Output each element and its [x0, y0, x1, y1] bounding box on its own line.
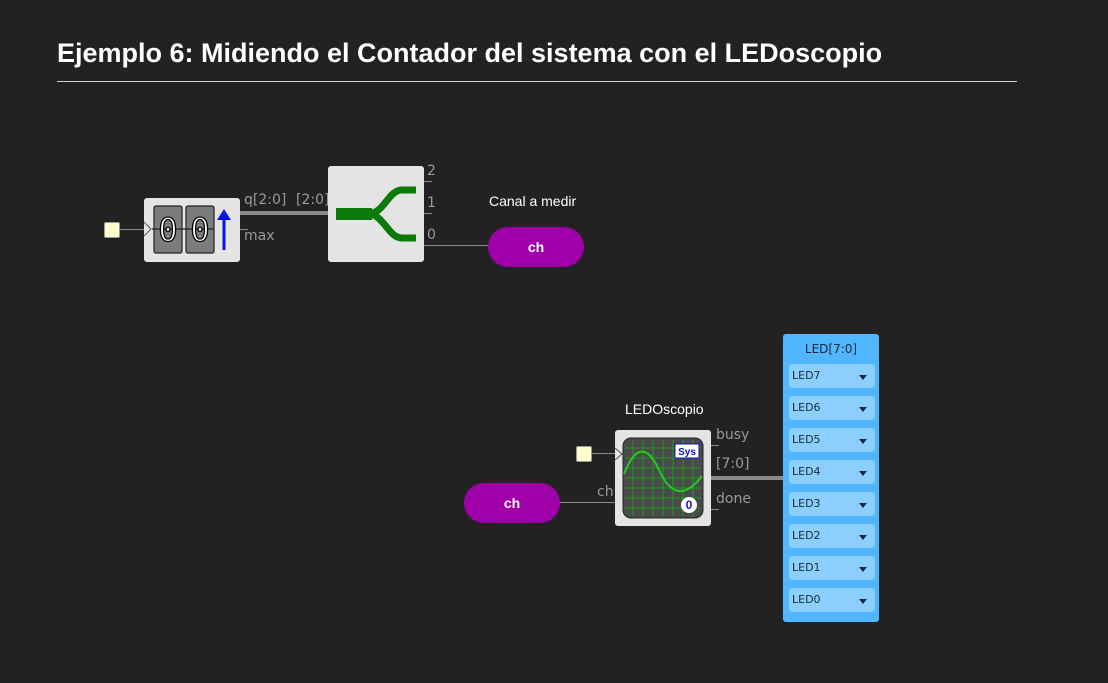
led-select-label: LED6 — [792, 401, 821, 414]
led-panel-title: LED[7:0] — [804, 342, 858, 356]
counter-block[interactable]: 0 0 — [144, 198, 240, 262]
channel-out-caption: Canal a medir — [489, 193, 577, 209]
counter-digit-0: 0 — [158, 211, 177, 249]
wire-scope-done — [711, 509, 719, 510]
led-select-label: LED2 — [792, 529, 821, 542]
ledoscope-input-ch: ch — [597, 484, 614, 500]
led-select-2[interactable]: LED2 — [789, 524, 875, 548]
oscilloscope-icon: Sys 0 — [615, 437, 704, 519]
chevron-down-icon — [859, 471, 867, 476]
title-divider — [57, 81, 1017, 82]
wire-scope-busy — [711, 445, 719, 446]
led-select-label: LED4 — [792, 465, 821, 478]
led-select-3[interactable]: LED3 — [789, 492, 875, 516]
chevron-down-icon — [859, 503, 867, 508]
bus-split-icon — [336, 186, 416, 242]
led-select-7[interactable]: LED7 — [789, 364, 875, 388]
chevron-down-icon — [859, 439, 867, 444]
bus-counter-splitter — [240, 211, 329, 215]
wire-channel-scope — [560, 502, 616, 503]
splitter-output-2: 2 — [427, 163, 436, 179]
counter-icon: 0 0 — [144, 205, 231, 254]
led-select-label: LED7 — [792, 369, 821, 382]
ledoscope-output-bus: [7:0] — [716, 456, 750, 472]
wire-counter-max — [240, 229, 248, 230]
splitter-output-1: 1 — [427, 195, 436, 211]
ledoscope-counter: 0 — [686, 498, 693, 512]
chevron-down-icon — [859, 375, 867, 380]
channel-output-tag[interactable]: ch — [488, 227, 584, 267]
chevron-down-icon — [859, 407, 867, 412]
splitter-output-0: 0 — [427, 227, 436, 243]
led-select-0[interactable]: LED0 — [789, 588, 875, 612]
clock-toggle-2[interactable] — [576, 446, 592, 462]
led-select-label: LED1 — [792, 561, 821, 574]
wire-splitter-2 — [424, 181, 432, 182]
splitter-input-label: [2:0] — [296, 192, 330, 208]
led-select-6[interactable]: LED6 — [789, 396, 875, 420]
page-title: Ejemplo 6: Midiendo el Contador del sist… — [57, 38, 883, 68]
led-select-5[interactable]: LED5 — [789, 428, 875, 452]
counter-output-max: max — [244, 228, 275, 244]
channel-input-tag[interactable]: ch — [464, 483, 560, 523]
bus-scope-leds — [711, 476, 783, 480]
chevron-down-icon — [859, 535, 867, 540]
counter-digit-1: 0 — [190, 211, 209, 249]
led-select-label: LED5 — [792, 433, 821, 446]
chevron-down-icon — [859, 599, 867, 604]
ledoscope-badge: Sys — [678, 447, 696, 458]
wire-clock-counter — [119, 229, 145, 230]
wire-splitter-1 — [424, 213, 432, 214]
ledoscope-output-done: done — [716, 491, 751, 507]
led-select-label: LED3 — [792, 497, 821, 510]
wire-clock-scope — [591, 453, 616, 454]
led-select-1[interactable]: LED1 — [789, 556, 875, 580]
ledoscope-caption: LEDOscopio — [625, 401, 704, 417]
clock-toggle-1[interactable] — [104, 222, 120, 238]
ledoscope-output-busy: busy — [716, 427, 750, 443]
ledoscope-block[interactable]: Sys 0 — [615, 430, 711, 526]
led-output-panel: LED[7:0] LED7 LED6 LED5 LED4 LED3 LED2 L… — [783, 334, 879, 622]
chevron-down-icon — [859, 567, 867, 572]
wire-splitter-0 — [424, 245, 490, 246]
counter-output-q: q[2:0] — [244, 192, 287, 208]
led-select-4[interactable]: LED4 — [789, 460, 875, 484]
bus-splitter-block[interactable] — [328, 166, 424, 262]
led-select-label: LED0 — [792, 593, 821, 606]
